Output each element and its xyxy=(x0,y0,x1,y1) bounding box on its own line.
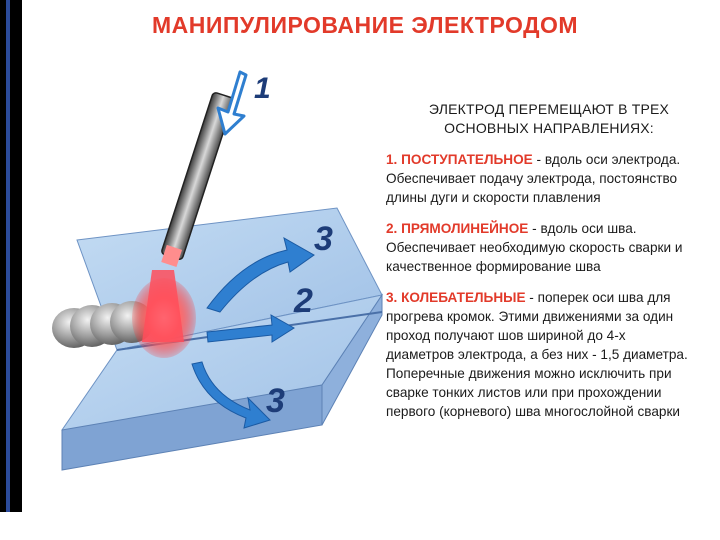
item-3-head: 3. КОЛЕБАТЕЛЬНЫЕ xyxy=(386,290,526,305)
arc-cone xyxy=(142,270,184,342)
page-title: МАНИПУЛИРОВАНИЕ ЭЛЕКТРОДОМ xyxy=(151,12,579,38)
welding-illustration: 1 3 2 3 xyxy=(52,70,384,471)
left-edge-strip xyxy=(0,0,22,540)
item-1: 1. ПОСТУПАТЕЛЬНОЕ - вдоль оси электрода.… xyxy=(386,150,692,207)
arrow-3-bottom xyxy=(191,361,271,429)
item-2: 2. ПРЯМОЛИНЕЙНОЕ - вдоль оси шва. Обеспе… xyxy=(386,219,692,276)
diagram-label-2: 2 xyxy=(293,282,313,320)
item-2-body: - вдоль оси шва. Обеспечивает необходиму… xyxy=(386,221,683,274)
diagram-label-3-bottom: 3 xyxy=(266,382,285,420)
diagram-label-3-top: 3 xyxy=(314,220,333,258)
item-3-body: - поперек оси шва для прогрева кромок. Э… xyxy=(386,290,688,419)
item-1-body: - вдоль оси электрода. Обеспечивает пода… xyxy=(386,152,681,205)
intro-text: ЭЛЕКТРОД ПЕРЕМЕЩАЮТ В ТРЕХ ОСНОВНЫХ НАПР… xyxy=(428,101,670,136)
diagram-label-1: 1 xyxy=(254,72,271,105)
arrow-1 xyxy=(216,70,248,136)
bottom-band xyxy=(0,512,720,540)
text-block: ЭЛЕКТРОД ПЕРЕМЕЩАЮТ В ТРЕХ ОСНОВНЫХ НАПР… xyxy=(386,100,692,433)
arrow-2 xyxy=(206,314,295,343)
plate-side xyxy=(321,293,383,426)
item-1-head: 1. ПОСТУПАТЕЛЬНОЕ xyxy=(386,152,533,167)
item-3: 3. КОЛЕБАТЕЛЬНЫЕ - поперек оси шва для п… xyxy=(386,288,692,421)
electrode xyxy=(161,92,235,267)
arrow-3-top xyxy=(206,236,315,313)
item-2-head: 2. ПРЯМОЛИНЕЙНОЕ xyxy=(386,221,529,236)
